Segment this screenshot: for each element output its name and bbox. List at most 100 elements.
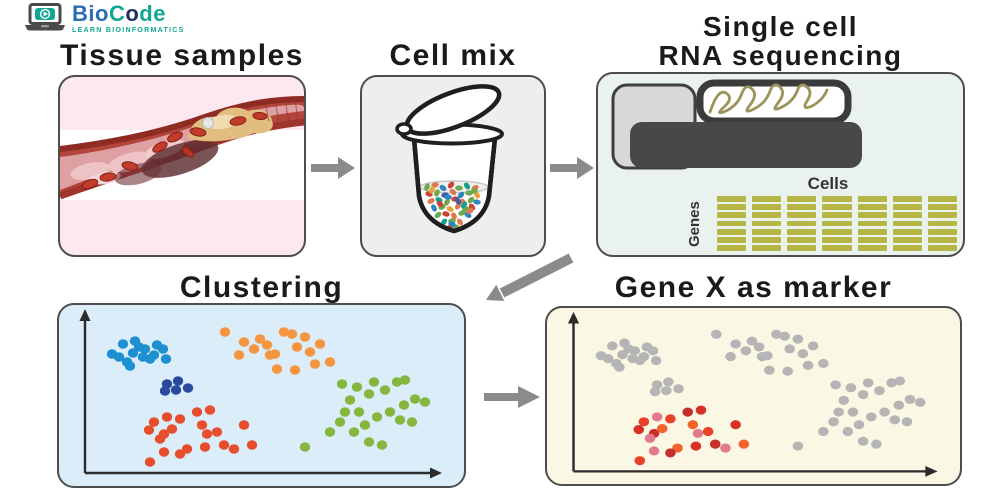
scatter-dot-green (865, 412, 877, 422)
scatter-dot-green (914, 397, 926, 407)
matrix-cell (857, 228, 887, 235)
scatter-dot-blue (151, 340, 163, 350)
scatter-dot-green (399, 375, 411, 385)
scatter-dot-orange (291, 342, 303, 352)
scatter-dot-green (893, 400, 905, 410)
scatter-dot-orange (784, 344, 796, 354)
matrix-cell (717, 228, 747, 235)
scatter-dot-orange (278, 327, 290, 337)
scatter-dot-green (339, 407, 351, 417)
scatter-dot-green (874, 386, 885, 396)
scatter-dot-red (218, 440, 230, 450)
scatter-dot-navy (182, 383, 194, 393)
scatter-dot-orange (261, 340, 273, 350)
cell-dot (451, 212, 457, 220)
scatter-dot-green (406, 417, 418, 427)
arrow-right-icon (311, 157, 355, 179)
scatter-dot-green (830, 380, 841, 390)
dna-helix-icon (708, 83, 829, 115)
scatter-dot-green (391, 377, 403, 387)
cell-dot (427, 198, 435, 204)
matrix-cell (857, 212, 887, 219)
arrow-right-icon (484, 386, 540, 408)
cell-dot (474, 191, 480, 199)
scatter-dot-red (174, 414, 186, 424)
cell-dot (449, 188, 457, 196)
cell-dot (446, 206, 454, 212)
scatter-dot-navy (661, 386, 672, 396)
laptop-play-icon (25, 3, 65, 31)
scatter-dot-blue (160, 354, 172, 364)
scatter-dot-green (371, 412, 383, 422)
scatter-dot-red (690, 441, 702, 451)
matrix-cell (927, 212, 957, 219)
brand-text: BioCode (72, 3, 185, 25)
scatter-dot-red (199, 442, 211, 452)
scatter-dot-green (409, 394, 421, 404)
scatter-dot-red (665, 448, 676, 458)
scatter-dot-orange (233, 350, 245, 360)
scatter-dot-red (181, 444, 193, 454)
scatter-dot-orange (756, 352, 768, 362)
scatter-dot-blue (133, 342, 145, 352)
scatter-dot-green (344, 395, 356, 405)
scatter-dot-orange (792, 334, 804, 344)
matrix-cell (892, 245, 922, 252)
scatter-dot-green (376, 440, 388, 450)
matrix-cell (752, 196, 782, 202)
cell-dot (436, 200, 444, 208)
scatter-dot-red (201, 429, 213, 439)
scatter-dot-green (828, 417, 839, 427)
scatter-dot-navy (673, 384, 684, 394)
scatter-dot-green (348, 427, 360, 437)
cell-dot (429, 186, 435, 194)
cell-dot (455, 185, 463, 191)
matrix-cell (717, 245, 747, 252)
cell-dot (466, 208, 474, 214)
scatter-dot-red (648, 446, 660, 456)
scatter-dot-orange (753, 342, 765, 352)
matrix-cell (717, 220, 747, 227)
scatter-dot-green (889, 415, 901, 425)
scatter-dot-red (720, 443, 731, 453)
scatter-dot-green (879, 407, 890, 417)
scatter-dot-green (359, 420, 371, 430)
scatter-dot-green (845, 383, 857, 393)
cell-dot (440, 218, 448, 226)
scatter-dot-blue (606, 341, 618, 351)
clustering-scatter-plot (79, 309, 442, 479)
genes-axis-label: Genes (686, 201, 703, 247)
scatter-dot-red (687, 420, 699, 430)
scatter-dot-green (894, 376, 906, 386)
scatter-dot-red (682, 407, 694, 417)
matrix-cell (752, 228, 782, 235)
scatter-dot-orange (309, 359, 321, 369)
scatter-dot-navy (159, 386, 171, 396)
scatter-dot-red (695, 405, 707, 415)
scatter-dot-blue (617, 350, 628, 360)
scatter-dot-orange (271, 364, 283, 374)
scatter-dot-red (738, 439, 750, 449)
scatter-dot-orange (264, 350, 276, 360)
scatter-dot-blue (602, 353, 614, 364)
scatter-dot-green (363, 389, 375, 399)
scatter-dot-green (351, 382, 363, 392)
cell-dot (431, 204, 437, 212)
scatter-dot-orange (764, 365, 775, 375)
brand-letter: C (108, 1, 126, 26)
scatter-dot-red (638, 417, 650, 427)
brand-tagline: LEARN BIOINFORMATICS (72, 27, 185, 34)
scatter-dot-red (174, 449, 186, 459)
matrix-column (857, 196, 887, 252)
scatter-dot-orange (289, 365, 301, 375)
matrix-cell (717, 196, 747, 202)
matrix-cell (717, 237, 747, 243)
matrix-cell (787, 204, 817, 210)
title-gene-x-marker: Gene X as marker (614, 271, 893, 304)
scatter-dot-orange (324, 357, 336, 367)
scatter-dot-green (857, 436, 869, 446)
scatter-dot-blue (113, 352, 125, 362)
scatter-dot-orange (710, 329, 722, 339)
title-rna-line2: RNA sequencing (658, 40, 903, 72)
scatter-dot-red (692, 428, 704, 439)
